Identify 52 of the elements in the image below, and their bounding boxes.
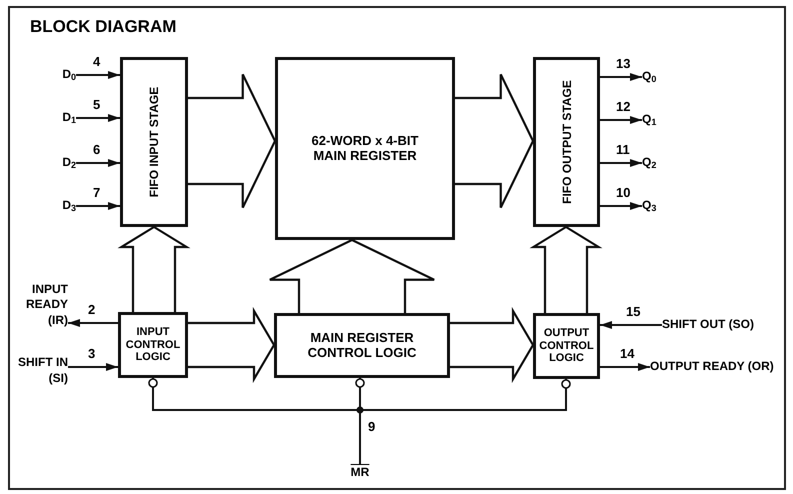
pin-name: D$_{1}$ <box>40 109 76 127</box>
signal-arrow <box>600 116 642 124</box>
pin-number: 11 <box>616 143 630 156</box>
pin-name: Q$_{1}$ <box>642 111 672 129</box>
pin-number: 13 <box>616 57 630 70</box>
signal-arrow <box>76 71 120 79</box>
pin-name: D$_{3}$ <box>40 197 76 215</box>
pin-number: 12 <box>616 100 630 113</box>
pin-number: 2 <box>88 303 96 316</box>
pin-name: SHIFT OUT (SO) <box>662 316 782 334</box>
pin-name: INPUT READY (IR) <box>14 280 68 330</box>
signal-arrow <box>68 363 118 371</box>
pin-name: Q$_{3}$ <box>642 197 672 215</box>
pin-number: 4 <box>93 55 100 68</box>
pin-name: MR <box>346 465 374 483</box>
pin-name: D$_{2}$ <box>40 154 76 172</box>
stage-block: FIFO OUTPUT STAGE <box>533 57 600 227</box>
bus-arrow <box>186 306 276 384</box>
logic-block: OUTPUT CONTROL LOGIC <box>533 313 600 379</box>
pin-number: 15 <box>626 305 640 318</box>
pin-number: 3 <box>88 347 96 360</box>
signal-arrow <box>600 73 642 81</box>
pin-name: D$_{0}$ <box>40 66 76 84</box>
pin-number: 7 <box>93 186 100 199</box>
bus-arrow <box>118 226 190 314</box>
pin-number: 5 <box>93 98 100 111</box>
signal-arrow <box>600 159 642 167</box>
signal-arrow <box>76 202 120 210</box>
signal-arrow <box>600 321 662 329</box>
pin-name: SHIFT IN (SI) <box>14 346 68 396</box>
bus-arrow <box>530 226 602 314</box>
bus-arrow <box>268 238 436 314</box>
pin-number: 14 <box>620 347 634 360</box>
pin-name: Q$_{2}$ <box>642 154 672 172</box>
stage-block: FIFO INPUT STAGE <box>120 57 188 227</box>
pin-number: 10 <box>616 186 630 199</box>
signal-arrow <box>68 319 118 327</box>
diagram-title: BLOCK DIAGRAM <box>30 16 176 38</box>
pin-number: 6 <box>93 143 100 156</box>
signal-arrow <box>76 114 120 122</box>
pin-number: 9 <box>368 420 376 433</box>
signal-arrow <box>600 363 650 371</box>
logic-block: 62-WORD x 4-BIT MAIN REGISTER <box>275 57 455 240</box>
bus-arrow <box>454 73 534 209</box>
pin-name: Q$_{0}$ <box>642 68 672 86</box>
bus-arrow <box>448 306 534 384</box>
bus-arrow <box>186 73 276 209</box>
signal-arrow <box>600 202 642 210</box>
signal-arrow <box>76 159 120 167</box>
logic-block: INPUT CONTROL LOGIC <box>118 312 188 378</box>
logic-block: MAIN REGISTER CONTROL LOGIC <box>274 313 450 378</box>
pin-name: OUTPUT READY (OR) <box>650 358 788 376</box>
